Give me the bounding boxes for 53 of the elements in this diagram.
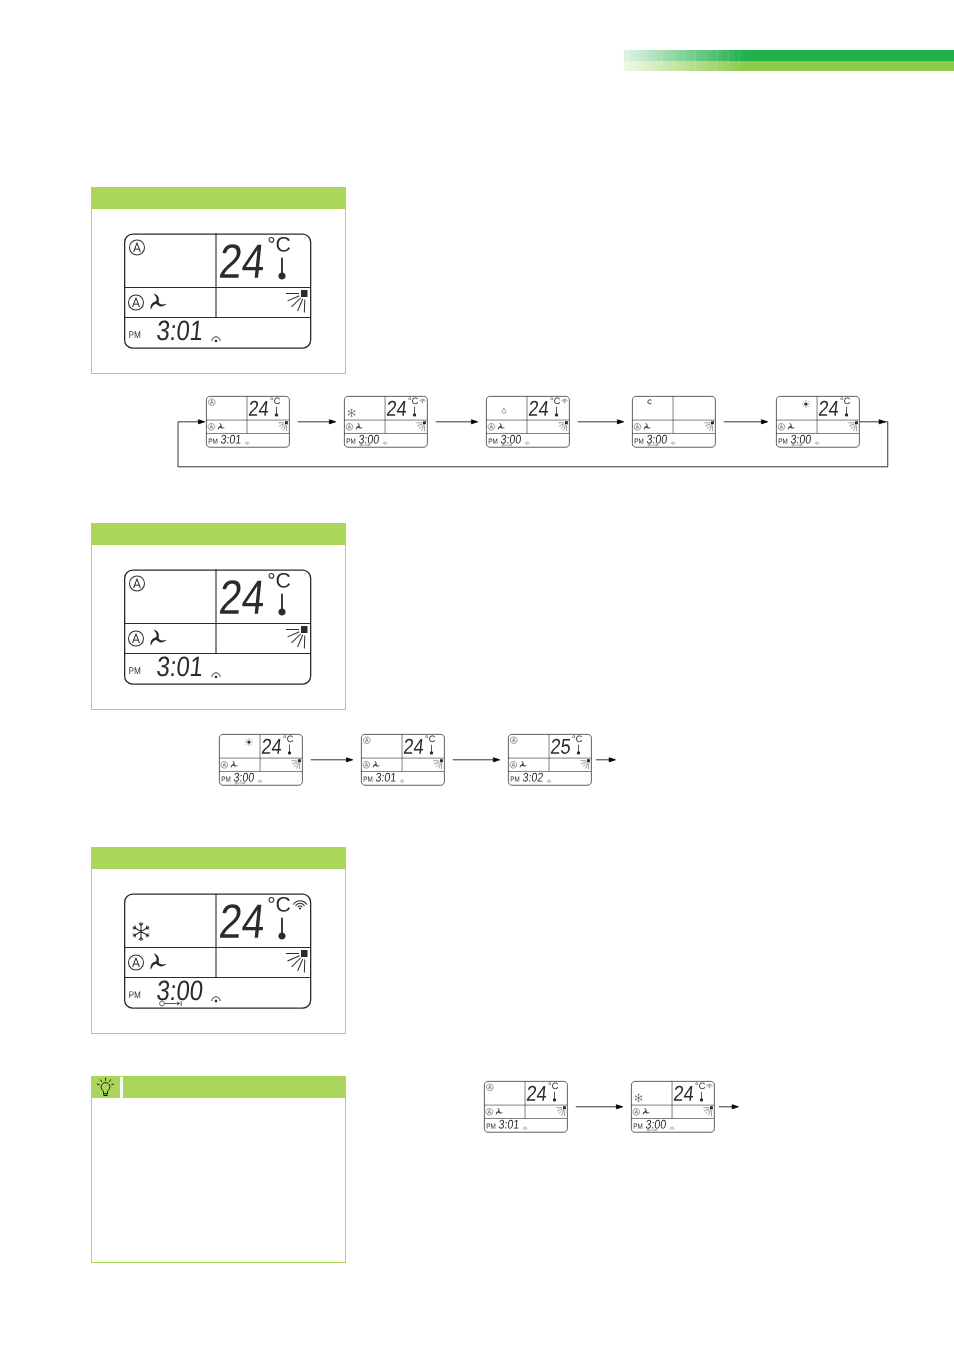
clock-time: 3:01 <box>498 1119 519 1129</box>
temperature-reading: 24 <box>403 738 424 754</box>
temperature-reading: 24 <box>386 400 407 416</box>
degree-unit: °C <box>268 572 290 588</box>
degree-unit: °C <box>268 896 290 912</box>
clock-time: 3:00 <box>645 1119 666 1129</box>
clock-time: 3:00 <box>646 434 667 444</box>
arrow <box>435 419 479 425</box>
arrow <box>718 1104 739 1110</box>
panel <box>91 187 346 374</box>
arrow <box>595 757 616 763</box>
clock-time: 3:00 <box>358 434 379 444</box>
clock-time: 3:00 <box>500 434 521 444</box>
degree-unit: °C <box>550 397 561 405</box>
degree-unit: °C <box>840 397 851 405</box>
degree-unit: °C <box>695 1082 706 1090</box>
temperature-reading: 24 <box>261 738 282 754</box>
temperature-reading: 24 <box>526 1085 547 1101</box>
degree-unit: °C <box>408 397 419 405</box>
pm-indicator: PM <box>129 331 141 338</box>
degree-unit: °C <box>268 236 290 252</box>
clock-time: 3:01 <box>157 656 202 677</box>
temperature-reading: 24 <box>673 1085 694 1101</box>
panel <box>91 523 346 710</box>
arrow <box>723 419 769 425</box>
clock-time: 3:01 <box>220 434 241 444</box>
clock-time: 3:01 <box>375 772 396 782</box>
arrow <box>297 419 337 425</box>
arrow <box>310 757 354 763</box>
degree-unit: °C <box>548 1082 559 1090</box>
degree-unit: °C <box>572 735 583 743</box>
arrow <box>452 757 501 763</box>
temperature-reading: 24 <box>219 244 264 278</box>
clock-time: 3:00 <box>233 772 254 782</box>
panel <box>91 847 346 1034</box>
temperature-reading: 24 <box>818 400 839 416</box>
degree-unit: °C <box>425 735 436 743</box>
clock-time: 3:02 <box>522 772 543 782</box>
temperature-reading: 24 <box>219 904 264 938</box>
degree-unit: °C <box>283 735 294 743</box>
pm-indicator: PM <box>129 991 141 998</box>
pm-indicator: PM <box>129 667 141 674</box>
arrow <box>577 419 625 425</box>
clock-time: 3:00 <box>157 980 203 1001</box>
clock-time: 3:01 <box>157 320 202 341</box>
temperature-reading: 24 <box>528 400 549 416</box>
arrow <box>575 1104 624 1110</box>
arrow <box>177 419 889 468</box>
degree-unit: °C <box>270 397 281 405</box>
temperature-reading: 24 <box>219 580 264 614</box>
clock-time: 3:00 <box>790 434 811 444</box>
temperature-reading: 25 <box>550 738 571 754</box>
temperature-reading: 24 <box>248 400 269 416</box>
